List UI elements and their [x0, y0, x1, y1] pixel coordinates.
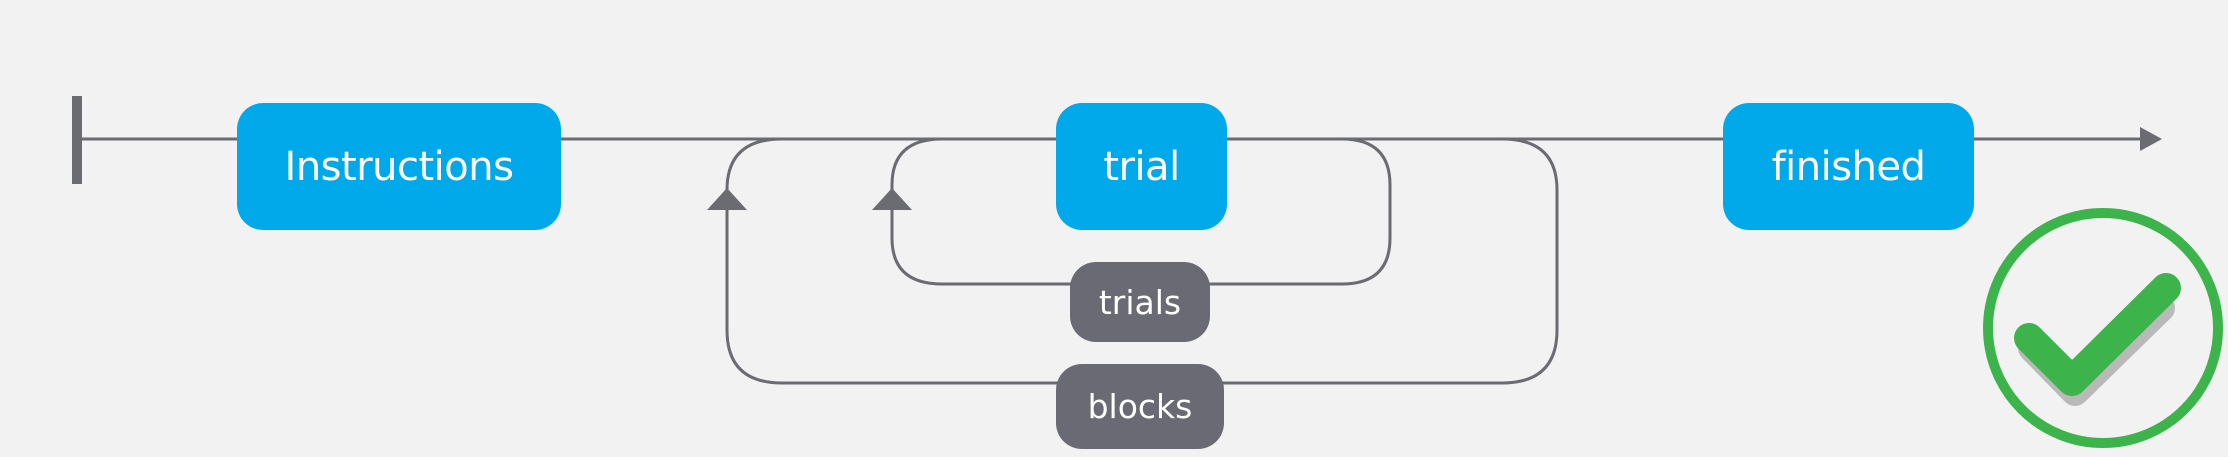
- loop-blocks-arrow[interactable]: [707, 188, 747, 210]
- routine-finished[interactable]: finished: [1723, 103, 1974, 230]
- loop-blocks-label[interactable]: blocks: [1056, 364, 1224, 449]
- flow-end-arrow: [2140, 127, 2162, 151]
- loop-trials-arrow[interactable]: [872, 188, 912, 210]
- routine-trial-label: trial: [1103, 143, 1180, 190]
- loop-blocks-text: blocks: [1087, 387, 1193, 426]
- routine-trial[interactable]: trial: [1056, 103, 1227, 230]
- loop-trials-label[interactable]: trials: [1070, 262, 1210, 342]
- routine-instructions-label: Instructions: [284, 143, 514, 190]
- loop-trials-text: trials: [1098, 282, 1182, 322]
- routine-finished-label: finished: [1771, 143, 1926, 190]
- routine-instructions[interactable]: Instructions: [237, 103, 561, 230]
- check-circle-icon: [1983, 208, 2223, 448]
